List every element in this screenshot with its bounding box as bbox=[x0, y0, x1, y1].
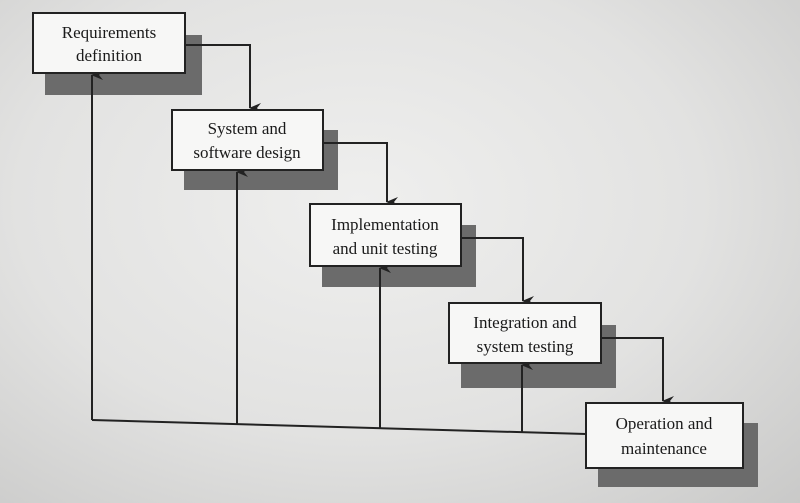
stage-label-line2: definition bbox=[76, 46, 143, 65]
stage-integration-system-testing: Integration and system testing bbox=[448, 302, 602, 364]
stage-implementation-unit-testing: Implementation and unit testing bbox=[309, 203, 462, 267]
arrow-impl-to-integration bbox=[461, 237, 534, 306]
feedback-baseline bbox=[91, 419, 587, 435]
stage-label-line2: maintenance bbox=[621, 439, 707, 458]
stage-label-line1: Implementation bbox=[331, 215, 439, 234]
arrow-integration-to-operation bbox=[601, 337, 674, 406]
stage-label-line2: system testing bbox=[477, 337, 574, 356]
stage-label-line1: Integration and bbox=[473, 313, 577, 332]
arrow-req-to-design bbox=[185, 44, 261, 113]
stage-requirements-definition: Requirements definition bbox=[32, 12, 186, 74]
stage-label-line2: software design bbox=[193, 143, 301, 162]
stage-label-line1: Requirements bbox=[62, 23, 156, 42]
stage-system-software-design: System and software design bbox=[171, 109, 324, 171]
stage-label-line1: System and bbox=[208, 119, 287, 138]
arrow-design-to-impl bbox=[323, 142, 398, 207]
stage-label-line2: and unit testing bbox=[333, 239, 438, 258]
stage-label-line1: Operation and bbox=[616, 414, 713, 433]
stage-operation-maintenance: Operation and maintenance bbox=[585, 402, 744, 469]
